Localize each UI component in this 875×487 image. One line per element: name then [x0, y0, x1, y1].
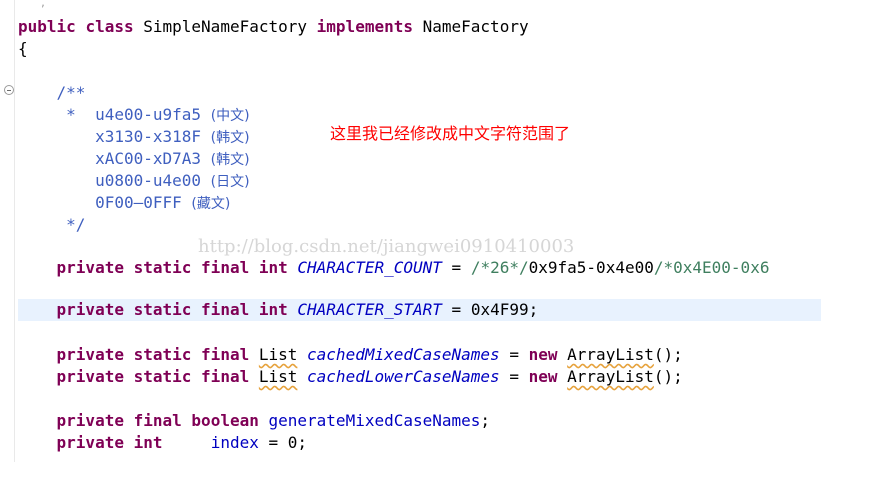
comment-text: /**: [56, 83, 86, 102]
field-name: CHARACTER_START: [297, 300, 442, 319]
comment-text: *: [66, 105, 76, 124]
inline-comment: /*0x4E00-0x6: [653, 258, 770, 277]
code-line-javadoc-range[interactable]: * u4e00-u9fa5 (中文): [18, 104, 250, 126]
keyword: int: [258, 258, 288, 277]
operator: =: [451, 258, 462, 277]
type-name: ArrayList: [567, 367, 654, 386]
collapse-circle-icon[interactable]: [4, 85, 14, 95]
expression: 0x9fa5-0x4e00: [528, 258, 654, 277]
comment-text: xAC00-xD7A3: [95, 149, 202, 168]
comment-text: (藏文): [191, 196, 231, 212]
keyword: final: [201, 258, 250, 277]
field-name: cachedMixedCaseNames: [307, 345, 500, 364]
code-line-javadoc-open[interactable]: /**: [18, 82, 86, 104]
expression: = 0;: [268, 433, 308, 452]
keyword: public: [18, 17, 76, 36]
keyword: private: [56, 300, 124, 319]
code-line-javadoc-range[interactable]: x3130-x318F (韩文): [18, 126, 250, 148]
field-name: index: [210, 433, 259, 452]
operator: =: [509, 345, 519, 364]
code-line-javadoc-range[interactable]: u0800-u4e00 (日文): [18, 170, 250, 192]
code-line-character-count[interactable]: private static final int CHARACTER_COUNT…: [18, 257, 821, 279]
scroll-marker: ,: [40, 0, 47, 9]
keyword: private: [56, 411, 124, 430]
keyword: private: [56, 345, 124, 364]
type-name: ArrayList: [567, 345, 654, 364]
comment-text: (韩文): [210, 152, 250, 168]
code-line-javadoc-close[interactable]: */: [18, 214, 85, 236]
code-line-open-brace[interactable]: {: [18, 38, 28, 60]
operator: =: [509, 367, 519, 386]
annotation-note: 这里我已经修改成中文字符范围了: [330, 124, 571, 143]
keyword: int: [133, 433, 163, 452]
watermark: http://blog.csdn.net/jiangwei0910410003: [198, 236, 575, 257]
keyword: private: [56, 433, 124, 452]
code-line-character-start[interactable]: private static final int CHARACTER_START…: [18, 299, 539, 321]
punctuation: ();: [653, 367, 683, 386]
comment-text: (韩文): [210, 130, 250, 146]
code-line-class-decl[interactable]: public class SimpleNameFactory implement…: [18, 16, 529, 38]
keyword: private: [56, 258, 124, 277]
keyword: final: [133, 411, 182, 430]
code-line-index[interactable]: private int index = 0;: [18, 432, 308, 454]
type-name: List: [258, 367, 298, 386]
keyword: static: [133, 300, 192, 319]
field-name: generateMixedCaseNames: [268, 411, 481, 430]
comment-text: u4e00-u9fa5: [95, 105, 202, 124]
code-line-generate-mixed[interactable]: private final boolean generateMixedCaseN…: [18, 410, 491, 432]
code-line-cached-mixed[interactable]: private static final List cachedMixedCas…: [18, 344, 683, 366]
comment-text: u0800-u4e00: [95, 171, 202, 190]
comment-text: x3130-x318F: [95, 127, 202, 146]
interface-name: NameFactory: [422, 17, 529, 36]
keyword: static: [133, 367, 192, 386]
type-name: List: [258, 345, 298, 364]
gutter: [14, 0, 15, 462]
keyword: new: [528, 367, 558, 386]
code-line-cached-lower[interactable]: private static final List cachedLowerCas…: [18, 366, 683, 388]
inline-comment: /*26*/: [470, 258, 529, 277]
field-name: cachedLowerCaseNames: [307, 367, 500, 386]
comment-text: (日文): [210, 174, 250, 190]
keyword: implements: [316, 17, 413, 36]
keyword: final: [201, 345, 250, 364]
keyword: int: [258, 300, 288, 319]
keyword: new: [528, 345, 558, 364]
keyword: boolean: [191, 411, 259, 430]
brace: {: [18, 39, 28, 58]
field-name: CHARACTER_COUNT: [297, 258, 442, 277]
keyword: static: [133, 258, 192, 277]
keyword: final: [201, 300, 250, 319]
current-line-highlight: [18, 299, 821, 321]
keyword: class: [85, 17, 134, 36]
expression: = 0x4F99;: [451, 300, 539, 319]
class-name: SimpleNameFactory: [143, 17, 308, 36]
comment-text: */: [66, 215, 86, 234]
code-line-javadoc-range[interactable]: xAC00-xD7A3 (韩文): [18, 148, 250, 170]
keyword: static: [133, 345, 192, 364]
comment-text: (中文): [210, 108, 250, 124]
code-line-javadoc-range[interactable]: 0F00—0FFF (藏文): [18, 192, 230, 214]
keyword: private: [56, 367, 124, 386]
keyword: final: [201, 367, 250, 386]
punctuation: ();: [653, 345, 683, 364]
punctuation: ;: [480, 411, 491, 430]
comment-text: 0F00—0FFF: [95, 193, 182, 212]
